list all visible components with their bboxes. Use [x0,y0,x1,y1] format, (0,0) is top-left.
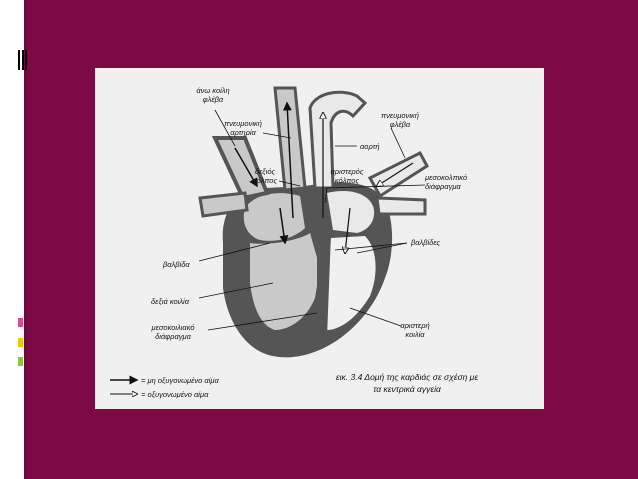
bars-icon [18,50,27,70]
legend-deoxygenated-label: = μη οξυγονωμένο αίμα [141,376,219,385]
inferior-vessel [198,191,249,218]
left-white-strip [0,0,24,479]
legend-oxygenated-label: = οξυγονωμένο αίμα [141,390,209,399]
label-interventricular-septum: μεσοκοιλιακό [150,323,194,332]
label-superior-vena-cava-2: φλέβα [203,95,224,104]
green-square-deco [18,357,23,366]
legend: = μη οξυγονωμένο αίμα = οξυγονωμένο αίμα [110,375,219,399]
label-pulmonary-vein-2: φλέβα [390,120,411,129]
label-left-ventricle-2: κοιλία [405,330,425,339]
flow-arrow-right-down [279,207,289,245]
flow-arrow-pv [377,162,414,186]
left-divider-line [24,0,27,479]
label-pulmonary-artery: πνευμονική [224,119,262,128]
flow-arrow-pa [282,101,294,219]
left-atrium-chamber [327,190,375,233]
label-left-atrium: αριστερός [331,167,364,176]
label-valve: βαλβίδα [162,260,190,269]
heart-diagram: άνω κοίλη φλέβα πνευμονική αρτηρία πνευμ… [110,86,478,399]
label-superior-vena-cava: άνω κοίλη [196,86,229,95]
figure-caption-2: τα κεντρικά αγγεία [373,384,442,394]
label-aorta: αορτή [360,142,380,151]
label-interatrial-septum: μεσοκολπικό [424,173,467,182]
label-valves: βαλβίδες [410,238,440,247]
heart-diagram-figure: άνω κοίλη φλέβα πνευμονική αρτηρία πνευμ… [95,68,544,409]
label-interatrial-septum-2: διάφραγμα [425,182,461,191]
label-pulmonary-vein: πνευμονική [381,111,419,120]
label-left-ventricle: αριστερή [400,321,429,330]
pulmonary-vein [367,151,429,199]
label-right-atrium: δεξιός [255,167,276,176]
flow-arrow-svc [234,147,258,188]
pulmonary-artery [273,86,307,192]
yellow-square-deco [18,338,23,347]
label-right-atrium-2: κόλπος [253,176,278,185]
interventricular-septum [317,233,331,338]
pink-square-deco [18,318,23,327]
leader-lines [198,109,426,331]
flow-arrow-left-down [345,207,351,253]
label-pulmonary-artery-2: αρτηρία [230,128,256,137]
label-left-atrium-2: κόλπος [335,176,360,185]
right-atrium-chamber [243,193,305,241]
label-right-ventricle: δεξιά κοιλία [151,297,190,306]
pulmonary-vein-lower [375,196,427,216]
figure-caption: εικ. 3.4 Δομή της καρδιάς σε σχέση με [336,372,478,382]
label-interventricular-septum-2: διάφραγμα [155,332,191,341]
left-ventricle-chamber [323,236,376,330]
right-ventricle-chamber [250,233,320,330]
